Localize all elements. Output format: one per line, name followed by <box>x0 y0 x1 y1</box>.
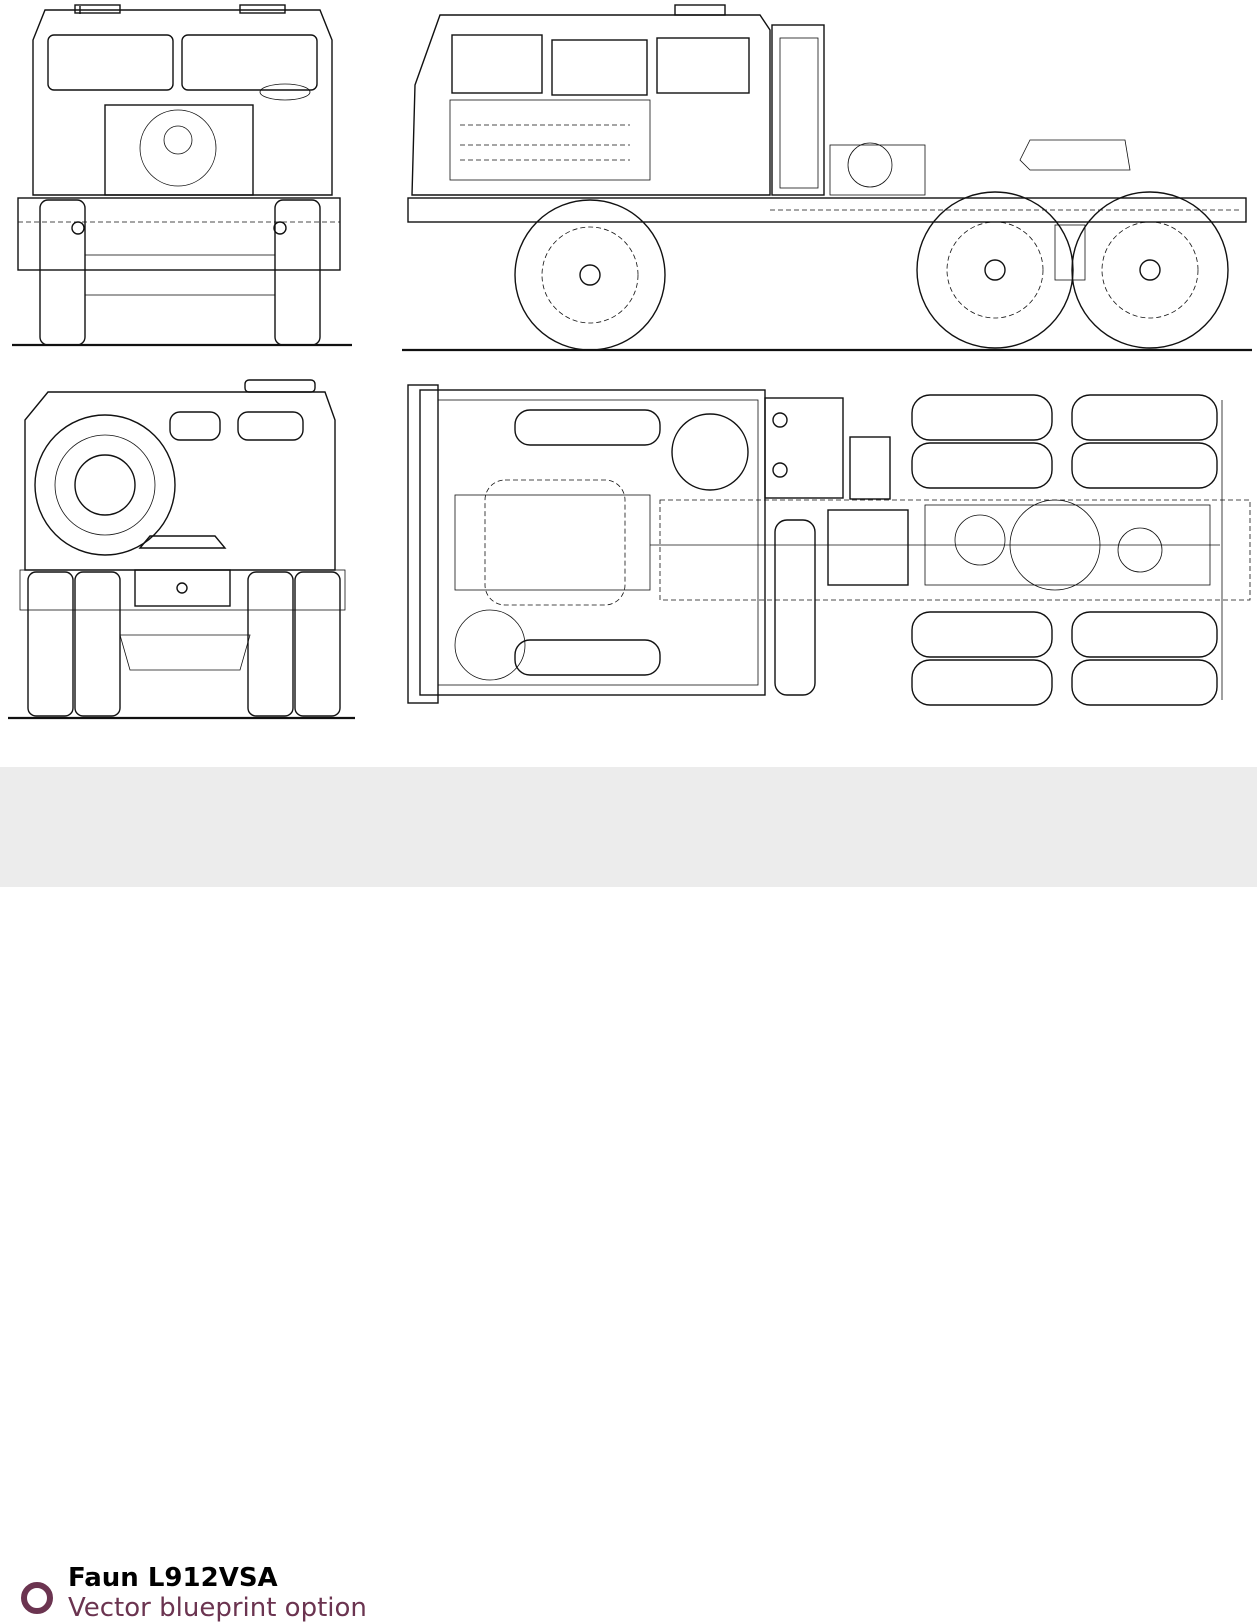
front-view <box>12 4 352 347</box>
top-view <box>407 384 1251 706</box>
side-view <box>402 4 1252 352</box>
blueprint-subtitle[interactable]: Vector blueprint option <box>68 1593 367 1623</box>
footer: Faun L912VSA Vector blueprint option <box>0 767 1257 1623</box>
rear-view <box>8 379 355 720</box>
blueprint-drawing <box>8 4 1252 720</box>
ring-icon <box>21 1582 53 1614</box>
blueprint-title: Faun L912VSA <box>68 1563 278 1593</box>
